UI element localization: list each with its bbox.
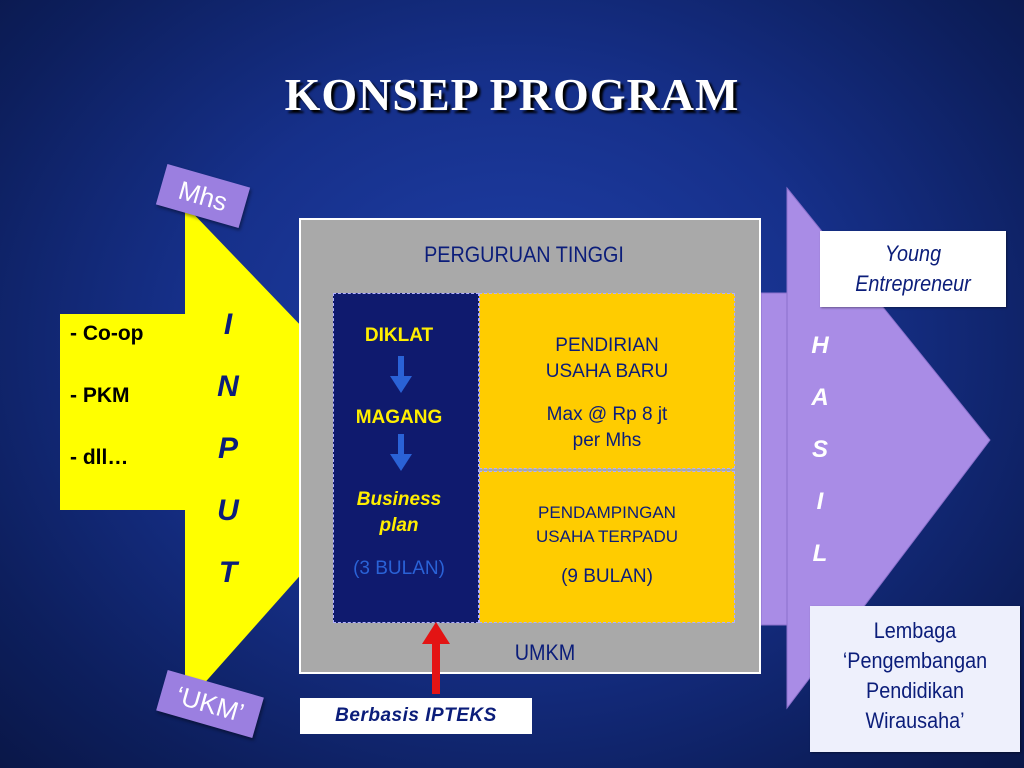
hasil-letter-i: I: [816, 488, 824, 515]
young-entrepreneur-line1: Young: [884, 241, 942, 266]
arrow-up-icon: [422, 622, 450, 694]
input-letter-n: N: [217, 370, 239, 403]
hasil-letter-l: L: [812, 540, 828, 567]
stage-business-plan: Business plan: [333, 489, 465, 537]
lembaga-line1: Lembaga: [873, 618, 957, 643]
hasil-band: [760, 292, 792, 626]
input-box: [60, 314, 190, 510]
arrow-down-icon: [390, 356, 412, 393]
lembaga-line3: Pendidikan: [866, 678, 964, 703]
page-title: KONSEP PROGRAM: [284, 69, 740, 120]
pendirian-line3: Max @ Rp 8 jt: [546, 404, 668, 425]
pendirian-line1: PENDIRIAN: [555, 335, 659, 356]
pendirian-line4: per Mhs: [572, 430, 642, 451]
input-letter-t: T: [218, 556, 238, 589]
hasil-letter-s: S: [811, 436, 828, 463]
input-letter-p: P: [217, 432, 238, 465]
input-letter-u: U: [217, 494, 239, 527]
input-arrow: [185, 205, 305, 705]
pendirian-line2: USAHA BARU: [545, 361, 669, 382]
lembaga-box: Lembaga ‘Pengembangan Pendidikan Wirausa…: [810, 606, 1020, 752]
young-entrepreneur-box: Young Entrepreneur: [820, 231, 1006, 307]
input-item-dll: - dll…: [70, 446, 129, 469]
umkm-label: UMKM: [514, 640, 576, 665]
business-plan-line2: plan: [379, 515, 419, 536]
mhs-tag-label: Mhs: [175, 174, 231, 218]
stage-duration: (3 BULAN): [353, 558, 445, 579]
hasil-arrow: [786, 186, 991, 710]
pendampingan-line2: USAHA TERPADU: [535, 527, 679, 546]
pendampingan-line1: PENDAMPINGAN: [538, 503, 676, 522]
young-entrepreneur-line2: Entrepreneur: [855, 271, 971, 296]
stage-diklat: DIKLAT: [364, 325, 434, 346]
hasil-letter-a: A: [811, 384, 829, 411]
business-plan-line1: Business: [356, 489, 442, 510]
lembaga-line2: ‘Pengembangan: [842, 648, 988, 673]
arrow-down-icon: [390, 434, 412, 471]
input-list: - Co-op - PKM - dll…: [70, 322, 190, 508]
input-letter-i: I: [223, 308, 233, 341]
input-item-pkm: - PKM: [70, 384, 130, 407]
pendampingan-line3: (9 BULAN): [561, 566, 653, 587]
pendirian-box: [479, 293, 735, 469]
lembaga-line4: Wirausaha’: [865, 708, 965, 733]
stage-magang: MAGANG: [355, 407, 443, 428]
hasil-letter-h: H: [811, 332, 829, 359]
pendampingan-box: [479, 471, 735, 623]
ipteks-label: Berbasis IPTEKS: [300, 698, 532, 734]
input-item-coop: - Co-op: [70, 322, 144, 345]
perguruan-tinggi-label: PERGURUAN TINGGI: [424, 242, 624, 267]
